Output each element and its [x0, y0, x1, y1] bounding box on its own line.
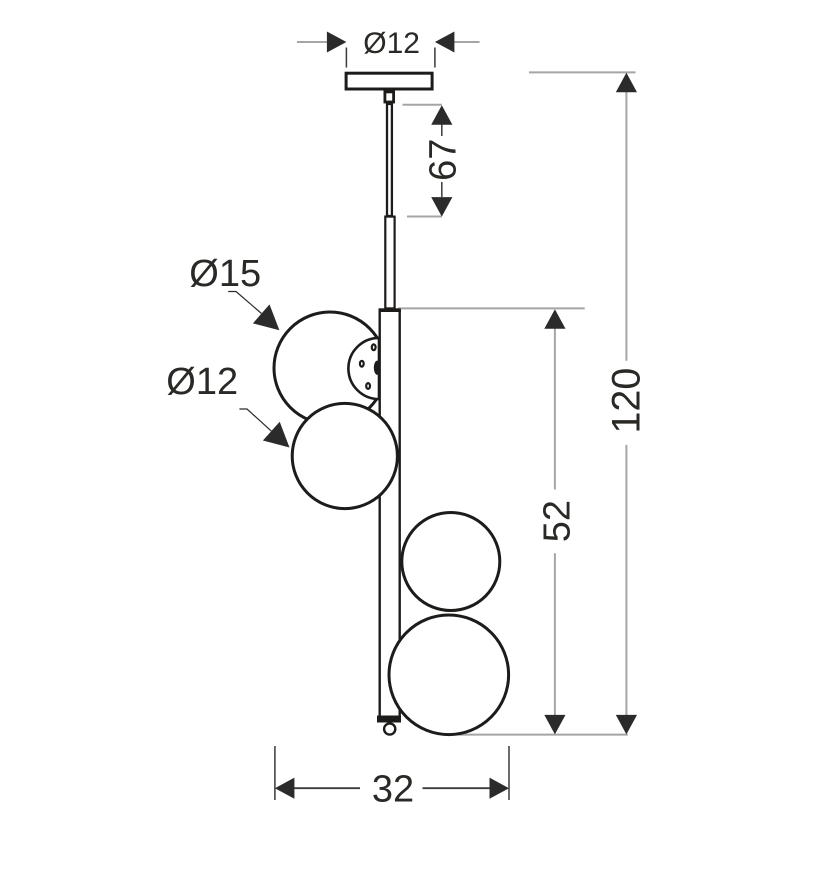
svg-text:67: 67	[423, 139, 465, 181]
svg-text:Ø12: Ø12	[363, 27, 420, 60]
svg-text:120: 120	[605, 368, 649, 434]
svg-text:32: 32	[372, 769, 414, 811]
svg-text:Ø12: Ø12	[166, 361, 238, 403]
svg-text:52: 52	[536, 500, 578, 542]
svg-text:Ø15: Ø15	[189, 253, 261, 295]
